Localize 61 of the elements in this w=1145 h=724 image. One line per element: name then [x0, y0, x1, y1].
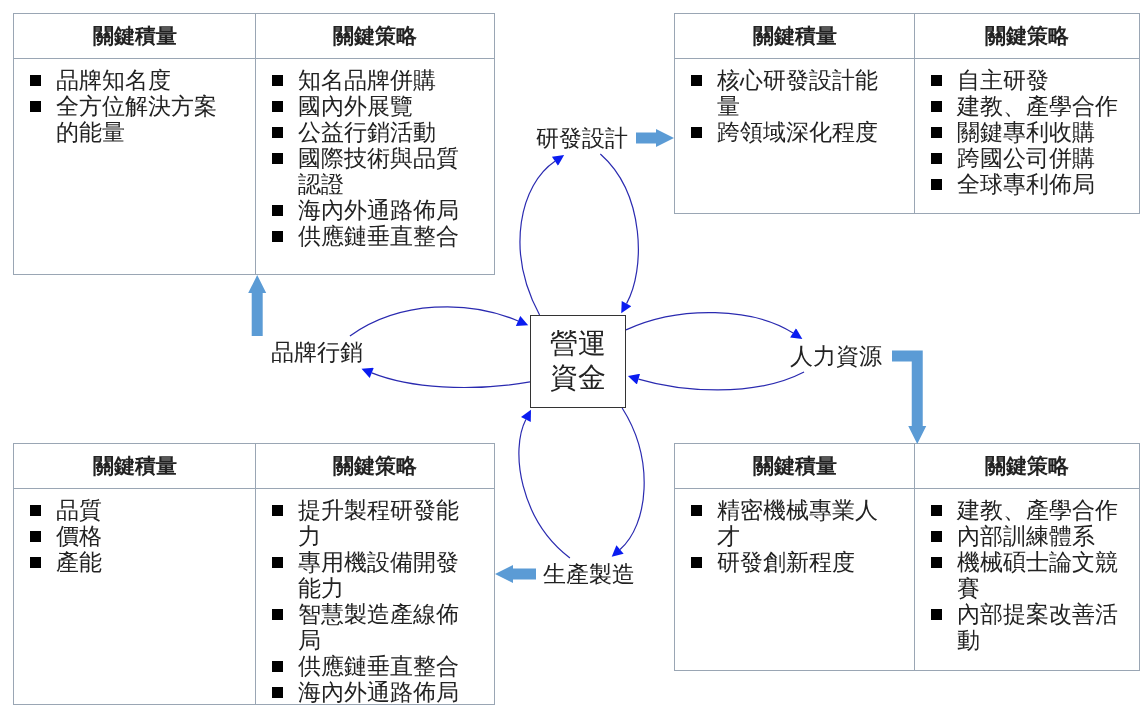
list-item: 品牌知名度: [56, 67, 172, 93]
curved-arrow: [627, 371, 805, 391]
list-item: 全球專利佈局: [957, 171, 1096, 197]
list-item: 公益行銷活動: [298, 119, 437, 145]
list-item: 機械碩士論文競賽: [957, 549, 1119, 601]
curved-arrow: [349, 306, 529, 337]
column-heading: 關鍵策略: [915, 14, 1139, 59]
list-item: 建教、產學合作: [957, 93, 1119, 119]
table-column: [675, 444, 915, 670]
curved-arrow: [518, 409, 571, 559]
process-box: 營運資金: [530, 315, 626, 408]
column-heading: 關鍵策略: [256, 14, 494, 59]
list-item: 自主研發: [957, 67, 1050, 93]
list-item: 知名品牌併購: [298, 67, 437, 93]
list-item: 建教、產學合作: [957, 497, 1119, 523]
table-frame: [13, 443, 495, 705]
block-arrow: [636, 129, 674, 147]
table-column: [675, 14, 915, 213]
table-column: [14, 14, 256, 274]
block-arrow: [495, 565, 536, 583]
table-column: [14, 444, 256, 704]
list-item: 產能: [56, 549, 103, 575]
column-heading: 關鍵積量: [675, 444, 914, 489]
curved-arrow: [519, 154, 564, 316]
list-item: 精密機械專業人才: [717, 497, 879, 549]
curved-arrow: [612, 407, 645, 558]
column-heading: 關鍵積量: [14, 444, 255, 489]
list-item: 品質: [56, 497, 103, 523]
list-item: 內部訓練體系: [957, 523, 1096, 549]
list-item: 跨國公司併購: [957, 145, 1096, 171]
list-item: 跨領域深化程度: [717, 119, 879, 145]
list-item: 智慧製造產線佈局: [298, 601, 460, 653]
table-frame: [674, 443, 1140, 671]
curved-arrow: [599, 153, 639, 314]
block-arrow: [248, 275, 267, 336]
list-item: 價格: [56, 523, 103, 549]
list-item: 核心研發設計能量: [717, 67, 879, 119]
list-item: 國內外展覽: [298, 93, 414, 119]
step-label: 品牌行銷: [245, 336, 367, 368]
curved-arrow: [625, 312, 803, 339]
column-heading: 關鍵策略: [256, 444, 494, 489]
list-item: 供應鏈垂直整合: [298, 653, 460, 679]
list-item: 專用機設備開發能力: [298, 549, 460, 601]
list-item: 關鍵專利收購: [957, 119, 1096, 145]
list-item: 內部提案改善活動: [957, 601, 1119, 653]
column-heading: 關鍵積量: [14, 14, 255, 59]
table-frame: [13, 13, 495, 275]
list-item: 海內外通路佈局: [298, 679, 460, 705]
column-heading: 關鍵策略: [915, 444, 1139, 489]
step-label: 研發設計: [528, 122, 636, 154]
list-item: 供應鏈垂直整合: [298, 223, 460, 249]
step-label: 人力資源: [786, 340, 892, 372]
list-item: 國際技術與品質認證: [298, 145, 460, 197]
list-item: 全方位解決方案的能量: [56, 93, 218, 145]
column-heading: 關鍵積量: [675, 14, 914, 59]
list-item: 海內外通路佈局: [298, 197, 460, 223]
curved-arrow: [361, 367, 531, 388]
list-item: 研發創新程度: [717, 549, 856, 575]
list-item: 提升製程研發能力: [298, 497, 460, 549]
step-label: 生產製造: [536, 558, 642, 590]
table-frame: [674, 13, 1140, 214]
